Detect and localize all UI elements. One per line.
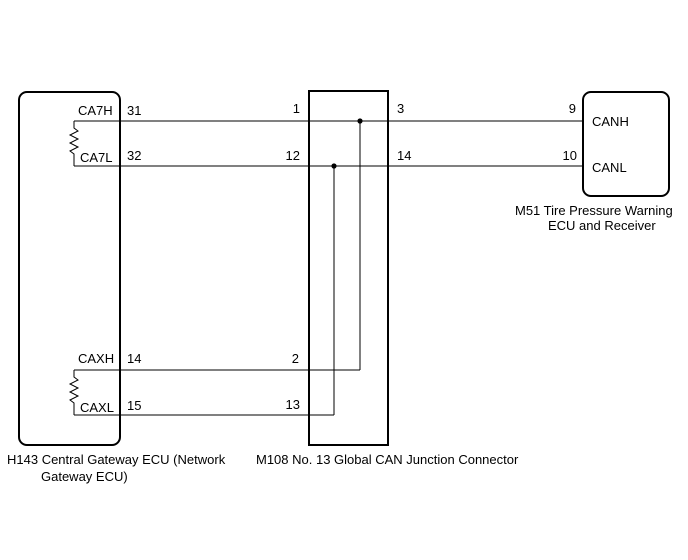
- resistor-ca7-icon: [68, 121, 80, 166]
- h143-pin-name-ca7h: CA7H: [78, 103, 113, 118]
- m51-pin-name-canh: CANH: [592, 114, 629, 129]
- resistor-cax-icon: [68, 370, 80, 415]
- m108-pin-number-13: 13: [286, 397, 300, 412]
- m108-pin-number-3: 3: [397, 101, 404, 116]
- m51-pin-name-canl: CANL: [592, 160, 627, 175]
- h143-pin-name-caxl: CAXL: [80, 400, 114, 415]
- h143-pin-number-15: 15: [127, 398, 141, 413]
- m51-pin-number-9: 9: [569, 101, 576, 116]
- junction-dot-h: [357, 118, 363, 124]
- m108-pin-number-14: 14: [397, 148, 411, 163]
- h143-pin-number-31: 31: [127, 103, 141, 118]
- m51-label-line1: M51 Tire Pressure Warning: [515, 203, 673, 218]
- m108-junction-connector-box: [308, 90, 389, 446]
- m51-pin-number-10: 10: [563, 148, 577, 163]
- h143-label-line1: H143 Central Gateway ECU (Network: [7, 452, 226, 467]
- h143-pin-number-32: 32: [127, 148, 141, 163]
- m108-pin-number-1: 1: [293, 101, 300, 116]
- h143-label-line2: Gateway ECU): [41, 469, 128, 484]
- h143-pin-name-ca7l: CA7L: [80, 150, 113, 165]
- m108-pin-number-12: 12: [286, 148, 300, 163]
- h143-pin-number-14: 14: [127, 351, 141, 366]
- h143-ecu-box: [18, 91, 121, 446]
- h143-pin-name-caxh: CAXH: [78, 351, 114, 366]
- m51-ecu-box: [582, 91, 670, 197]
- m51-label-line2: ECU and Receiver: [548, 218, 656, 233]
- junction-dot-l: [331, 163, 337, 169]
- m108-label: M108 No. 13 Global CAN Junction Connecto…: [256, 452, 519, 467]
- m108-pin-number-2: 2: [292, 351, 299, 366]
